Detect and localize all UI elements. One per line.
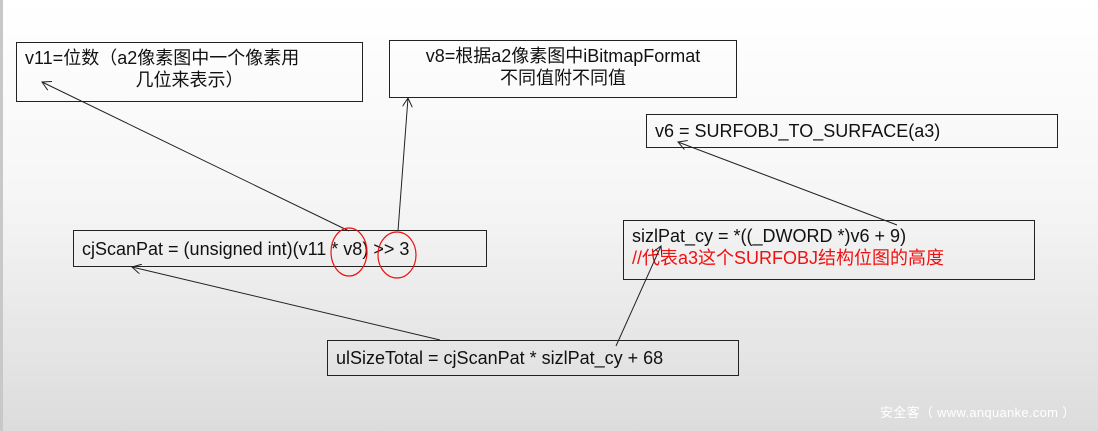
arrow-sizlpat-to-v6 — [678, 142, 898, 226]
v8-note-line1: v8=根据a2像素图中iBitmapFormat — [425, 46, 701, 66]
v8-note-line2: 不同值附不同值 — [500, 68, 626, 88]
v11-highlight-circle — [330, 227, 368, 277]
cjscanpat-box: cjScanPat = (unsigned int)(v11 * v8) >> … — [73, 230, 487, 267]
sizlpat-box: sizlPat_cy = *((_DWORD *)v6 + 9) //代表a3这… — [623, 220, 1035, 280]
v8-highlight-circle — [377, 231, 417, 279]
cjscanpat-text: cjScanPat = (unsigned int)(v11 * v8) >> … — [82, 239, 410, 259]
v8-note-box: v8=根据a2像素图中iBitmapFormat 不同值附不同值 — [389, 40, 737, 98]
v11-note-line1: v11=位数（a2像素图中一个像素用 — [25, 48, 300, 68]
arrow-v11-to-note — [42, 82, 350, 232]
v11-note-box: v11=位数（a2像素图中一个像素用 几位来表示） — [16, 42, 363, 102]
ulsizetotal-text: ulSizeTotal = cjScanPat * sizlPat_cy + 6… — [336, 348, 664, 368]
ulsizetotal-box: ulSizeTotal = cjScanPat * sizlPat_cy + 6… — [327, 340, 739, 376]
v6-text: v6 = SURFOBJ_TO_SURFACE(a3) — [655, 121, 941, 141]
watermark: 安全客（ www.anquanke.com ） — [880, 405, 1076, 420]
arrow-ulsize-to-cjscanpat — [132, 267, 441, 341]
sizlpat-text: sizlPat_cy = *((_DWORD *)v6 + 9) — [632, 226, 907, 246]
arrow-ulsize-to-sizlpat — [615, 246, 661, 347]
sizlpat-comment: //代表a3这个SURFOBJ结构位图的高度 — [632, 248, 945, 268]
v6-box: v6 = SURFOBJ_TO_SURFACE(a3) — [646, 114, 1058, 148]
v11-note-line2: 几位来表示） — [135, 70, 244, 90]
left-edge — [0, 0, 3, 431]
arrow-v8-to-note — [397, 98, 408, 232]
